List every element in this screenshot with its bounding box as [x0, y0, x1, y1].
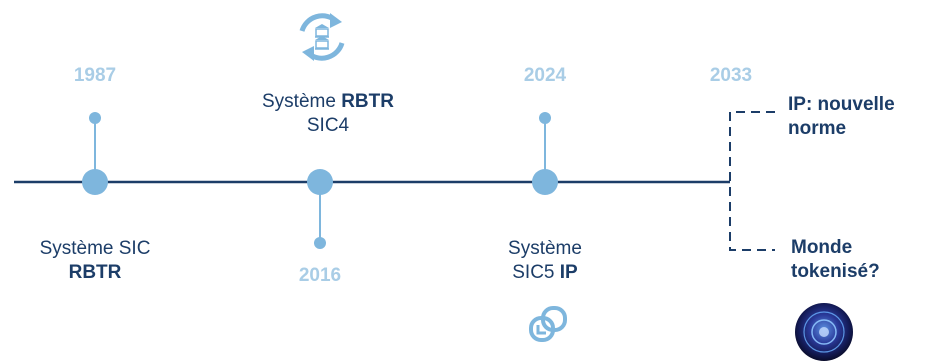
node-2016: [307, 169, 333, 195]
milestone-label-1987: Système SIC RBTR: [0, 237, 195, 285]
node-1987: [82, 169, 108, 195]
year-2033: 2033: [709, 65, 753, 86]
future-token-line2: tokenisé?: [791, 261, 880, 282]
pin-dot-2024: [539, 112, 551, 124]
milestone-label-2024: Système SIC5 IP: [445, 237, 645, 285]
token-orb-icon: [795, 303, 853, 361]
year-2024: 2024: [523, 65, 567, 86]
milestone-2024-prefix: SIC5: [512, 262, 560, 283]
future-token-line1: Monde: [791, 237, 853, 258]
bank-sync-icon: [299, 13, 345, 61]
future-ip-line1: IP: nouvelle: [788, 94, 895, 115]
milestone-1987-line1: Système SIC: [39, 238, 151, 259]
future-ip-line2: norme: [788, 118, 847, 139]
milestone-2016-line2: SIC4: [306, 115, 350, 136]
future-ip-norm: IP: nouvelle norme: [788, 93, 937, 141]
year-1987: 1987: [73, 65, 117, 86]
node-2024: [532, 169, 558, 195]
milestone-2024-bold: IP: [559, 262, 578, 283]
milestone-2024-line1: Système: [508, 238, 582, 259]
pin-dot-1987: [89, 112, 101, 124]
future-tokenized-world: Monde tokenisé?: [791, 236, 937, 284]
milestone-2016-bold: RBTR: [341, 91, 394, 112]
clock-link-icon: [529, 306, 567, 342]
pin-dot-2016: [314, 237, 326, 249]
year-2016: 2016: [298, 265, 342, 286]
milestone-2016-prefix: Système: [262, 91, 342, 112]
milestone-1987-bold: RBTR: [68, 262, 122, 283]
future-branch-dashed: [729, 111, 775, 251]
milestone-label-2016: Système RBTR SIC4: [228, 90, 428, 138]
